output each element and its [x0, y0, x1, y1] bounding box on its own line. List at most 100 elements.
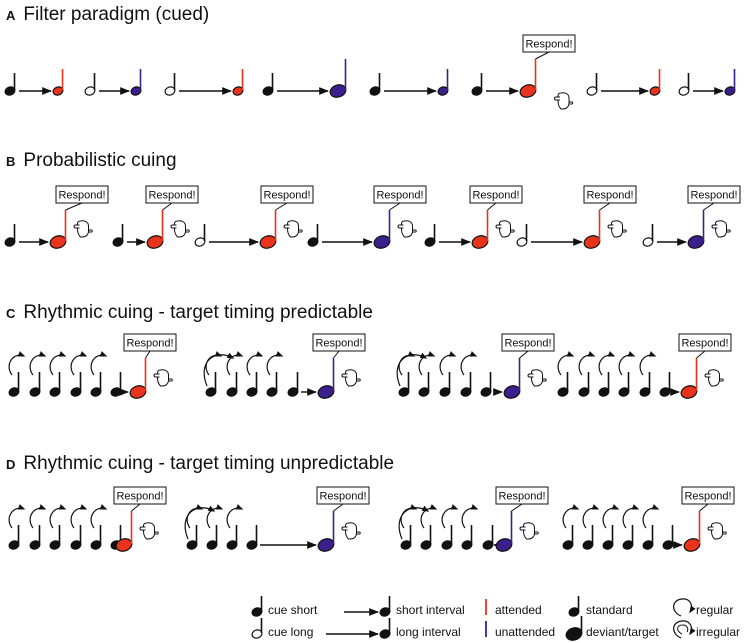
cue-note: [194, 224, 206, 247]
legend-irregular-loop-inner: [677, 624, 689, 635]
rhythm-loop: [205, 351, 223, 376]
target-note: [146, 210, 164, 249]
callout-line: [275, 202, 288, 211]
target-note: [519, 59, 537, 98]
standard-note: [622, 525, 634, 550]
rhythm-loop: [8, 504, 26, 529]
pointing-hand-icon: [704, 369, 724, 387]
respond-label: Respond!: [684, 491, 731, 503]
standard-note: [287, 372, 299, 397]
note-head: [503, 385, 521, 399]
pointing-hand-icon: [707, 522, 727, 540]
pointing-hand-icon: [73, 220, 93, 238]
rhythm-loop: [420, 504, 438, 529]
respond-label: Respond!: [690, 190, 737, 202]
legend-cue-long: cue long: [268, 625, 313, 639]
note-head: [583, 235, 601, 249]
target-note: [129, 358, 147, 399]
note-head: [373, 235, 391, 249]
pointing-hand-icon: [341, 522, 361, 540]
callout-line: [535, 51, 550, 60]
cue-note: [307, 224, 319, 247]
standard-note: [226, 525, 238, 550]
callout-line: [696, 350, 706, 359]
standard-note: [482, 525, 494, 550]
note-head: [329, 84, 347, 98]
standard-note: [205, 372, 217, 397]
hand-thumb: [185, 229, 190, 233]
respond-callout: Respond!: [373, 185, 427, 211]
callout-line: [131, 503, 141, 512]
target-note: [583, 210, 601, 249]
pointing-hand-icon: [495, 220, 515, 238]
rhythm-loop: [642, 504, 660, 529]
rhythm-loop: [557, 351, 575, 376]
respond-callout: Respond!: [522, 34, 576, 60]
respond-callout: Respond!: [495, 486, 549, 512]
hand-palm: [77, 220, 89, 238]
hand-finger: [495, 224, 502, 229]
respond-label: Respond!: [126, 338, 173, 350]
cue-note: [586, 73, 598, 96]
hand-finger: [341, 373, 348, 378]
target-note: [724, 69, 736, 96]
respond-box: [373, 185, 427, 204]
target-note: [495, 511, 513, 552]
respond-label: Respond!: [263, 190, 310, 202]
respond-callout: Respond!: [469, 185, 523, 211]
note-head: [49, 235, 67, 249]
target-note: [329, 59, 347, 98]
standard-note: [460, 372, 472, 397]
cue-note: [471, 73, 483, 96]
note-head: [683, 538, 701, 552]
rhythm-loop: [398, 351, 416, 376]
rhythm-loop: [460, 351, 478, 376]
target-note: [683, 511, 701, 552]
note-head: [687, 235, 705, 249]
hand-thumb: [510, 229, 515, 233]
hand-palm: [711, 522, 723, 540]
cue-note: [84, 73, 96, 96]
hand-finger: [170, 224, 177, 229]
panel-b-letter: B: [6, 154, 16, 169]
target-note: [232, 69, 244, 96]
standard-note: [639, 372, 651, 397]
note-head: [317, 538, 335, 552]
target-note: [503, 358, 521, 399]
pointing-hand-icon: [153, 369, 173, 387]
respond-label: Respond!: [315, 338, 362, 350]
hand-palm: [287, 220, 299, 238]
standard-note: [90, 525, 102, 550]
respond-label: Respond!: [376, 190, 423, 202]
callout-line: [333, 503, 344, 512]
callout-line: [699, 503, 709, 512]
standard-note: [70, 372, 82, 397]
legend-cue-short: cue short: [268, 603, 318, 617]
note-head: [565, 627, 583, 641]
hand-thumb: [722, 531, 727, 535]
pointing-hand-icon: [170, 220, 190, 238]
rhythm-loop: [602, 504, 620, 529]
panel-a-heading: Filter paradigm (cued): [23, 4, 210, 25]
hand-thumb: [534, 531, 539, 535]
rhythm-loop: [562, 504, 580, 529]
standard-note: [659, 372, 671, 397]
standard-note: [70, 525, 82, 550]
standard-note: [90, 372, 102, 397]
respond-label: Respond!: [58, 190, 105, 202]
target-note: [687, 210, 705, 249]
respond-box: [687, 185, 741, 204]
respond-box: [522, 34, 576, 53]
rhythm-loop: [582, 504, 600, 529]
respond-callout: Respond!: [55, 185, 109, 211]
hand-palm: [401, 220, 413, 238]
rhythm-loop: [639, 351, 657, 376]
rhythm-loop: [90, 504, 108, 529]
respond-callout: Respond!: [687, 185, 741, 211]
hand-thumb: [168, 378, 173, 382]
respond-box: [260, 185, 314, 204]
standard-note: [29, 372, 41, 397]
standard-note: [398, 372, 410, 397]
rhythm-loop: [266, 351, 284, 376]
